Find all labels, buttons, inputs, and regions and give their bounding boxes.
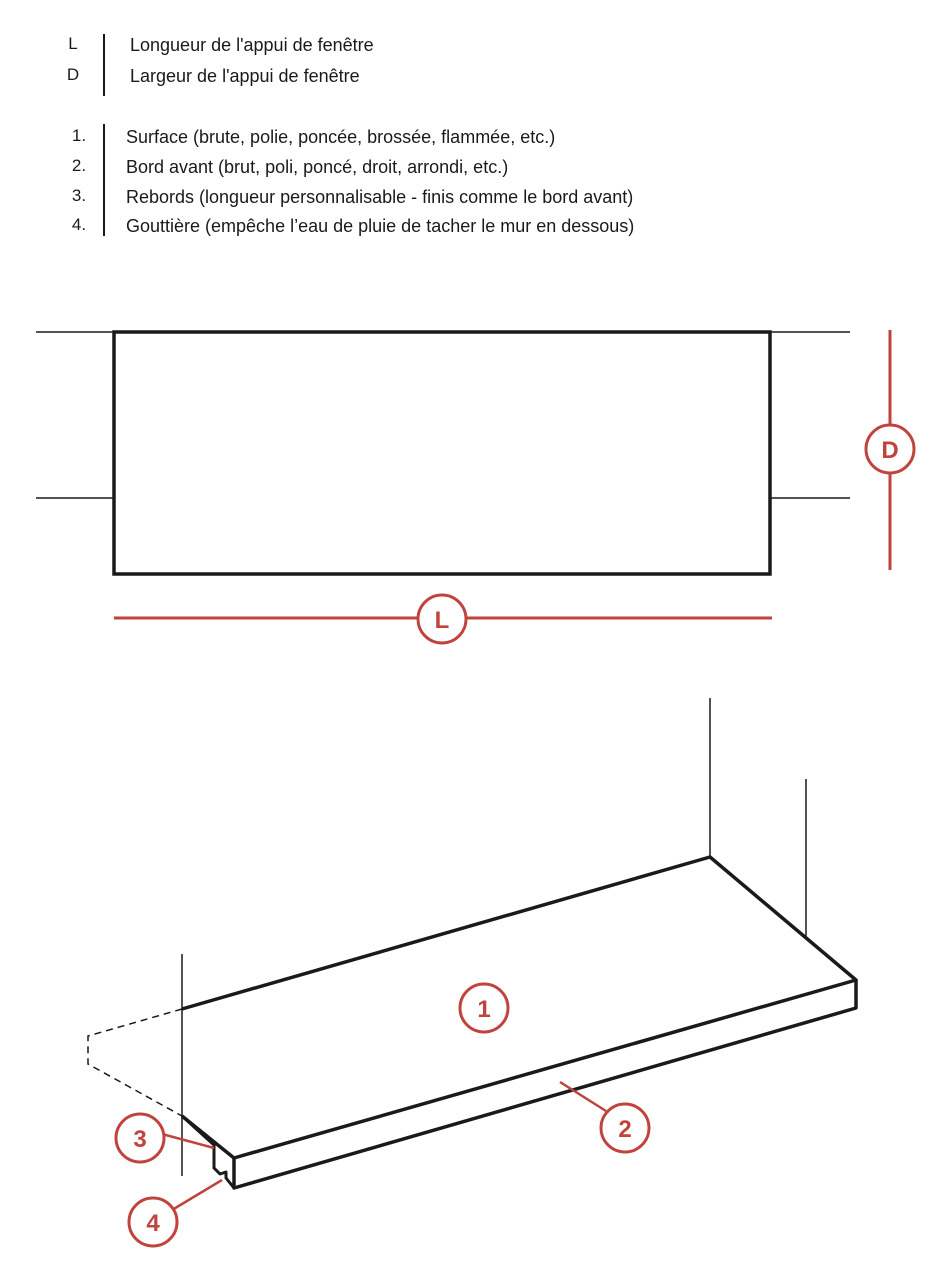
legend-label-end-return: Rebords (longueur personnalisable - fini…	[126, 187, 634, 207]
drip-groove-badge	[127, 1196, 179, 1248]
end-return-badge	[114, 1112, 166, 1164]
legend-key-surface: 1.	[71, 126, 87, 145]
legend-divider-dimensions	[103, 34, 105, 96]
sill-top-view	[112, 330, 772, 576]
end-return-extension-dashed	[87, 1008, 183, 1117]
front-edge-leader	[559, 1080, 607, 1113]
surface-badge-label: 1	[477, 996, 490, 1023]
length-badge	[416, 593, 468, 645]
end-return-leader	[161, 1132, 215, 1150]
sill-front-face	[232, 980, 858, 1190]
legend-label-drip-groove: Gouttière (empêche l’eau de pluie de tac…	[126, 216, 635, 236]
end-return-badge-label: 3	[133, 1126, 146, 1153]
sill-end-face	[180, 1114, 236, 1189]
legend-divider-parts	[103, 124, 105, 236]
front-edge-badge	[599, 1102, 651, 1154]
legend-label-length: Longueur de l'appui de fenêtre	[130, 35, 374, 55]
legend-key-drip-groove: 4.	[71, 215, 87, 234]
length-badge-label: L	[435, 607, 450, 634]
surface-badge	[458, 982, 510, 1034]
depth-badge-label: D	[881, 437, 898, 464]
drip-groove-badge-label: 4	[146, 1210, 160, 1237]
legend-label-surface: Surface (brute, polie, poncée, brossée, …	[126, 127, 556, 147]
front-edge-badge-label: 2	[618, 1116, 631, 1143]
legend-label-front-edge: Bord avant (brut, poli, poncé, droit, ar…	[126, 157, 509, 177]
legend-key-depth: D	[66, 65, 80, 84]
legend-label-depth: Largeur de l'appui de fenêtre	[130, 66, 360, 86]
drip-groove-leader	[171, 1178, 223, 1212]
legend-key-end-return: 3.	[71, 186, 87, 205]
top-view: L D	[36, 330, 916, 645]
isometric-view: 1 2 3 4	[87, 698, 858, 1248]
legend-key-front-edge: 2.	[71, 156, 87, 175]
legend-key-length: L	[68, 34, 78, 53]
sill-slab-outline	[180, 855, 858, 1160]
depth-badge	[864, 423, 916, 475]
